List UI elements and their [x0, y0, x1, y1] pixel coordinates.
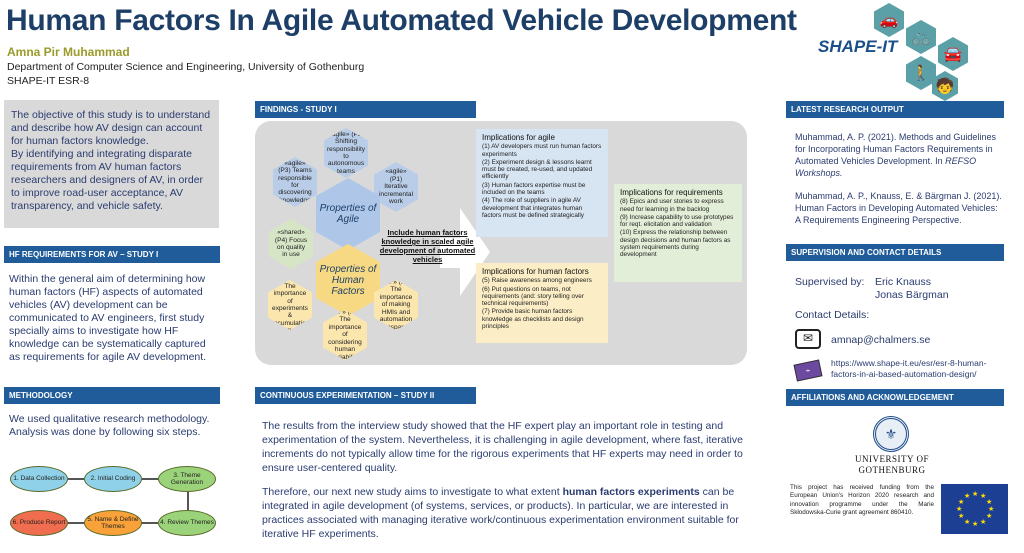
shape-it-logo-text: SHAPE-IT: [818, 37, 898, 56]
affiliation-department: Department of Computer Science and Engin…: [7, 61, 365, 73]
implication-item: (3) Human factors expertise must be incl…: [482, 181, 586, 197]
supervisor-name: Jonas Bärgman: [875, 289, 949, 301]
latest-output-heading: LATEST RESEARCH OUTPUT: [786, 101, 1004, 118]
funding-acknowledgement: This project has received funding from t…: [790, 484, 934, 517]
study2-paragraph-2: Therefore, our next new study aims to in…: [262, 485, 747, 541]
step-name-define-themes: 5. Name & Define Themes: [84, 510, 142, 536]
poster-title: Human Factors In Agile Automated Vehicle…: [6, 4, 797, 37]
implication-item: (8) Epics and user stories to express ne…: [620, 198, 724, 213]
cyclist-icon: 🚲: [906, 20, 936, 54]
car-icon: 🚘: [938, 37, 968, 71]
web-link-icon: ⌁: [793, 359, 823, 382]
implication-item: (6) Put questions on teams, not requirem…: [482, 285, 584, 308]
hex-p1: «agile» (P1) Iterative incremental work: [374, 162, 418, 212]
step-review-themes: 4. Review Themes: [158, 510, 216, 536]
study2-paragraph-1: The results from the interview study sho…: [262, 420, 743, 474]
contact-email[interactable]: amnap@chalmers.se: [831, 334, 931, 346]
pedestrian-icon: 🚶: [906, 56, 936, 90]
implications-agile-heading: Implications for agile: [482, 133, 555, 142]
email-icon: ✉: [795, 329, 821, 349]
implication-item: (2) Experiment design & lessons learnt m…: [482, 158, 593, 181]
implication-item: (9) Increase capability to use prototype…: [620, 213, 734, 229]
hex-p2: «agile» (P2) Shifting responsibility to …: [324, 128, 368, 178]
university-name-line1: UNIVERSITY OF: [855, 454, 929, 464]
step-theme-generation: 3. Theme Generation: [158, 466, 216, 492]
affiliation: Department of Computer Science and Engin…: [7, 60, 364, 88]
step-arrow: [68, 522, 84, 524]
objective-box: The objective of this study is to unders…: [4, 100, 219, 228]
methodology-text: We used qualitative research methodology…: [9, 413, 210, 438]
hf-requirements-text: Within the general aim of determining ho…: [9, 273, 207, 363]
reference-1: Muhammad, A. P. (2021). Methods and Guid…: [795, 131, 1005, 179]
affiliations-heading: AFFILIATIONS AND ACKNOWLEDGEMENT: [786, 389, 1004, 406]
step-produce-report: 6. Produce Report: [10, 510, 68, 536]
supervision-heading: SUPERVISION AND CONTACT DETAILS: [786, 244, 1004, 261]
contact-details-label: Contact Details:: [795, 309, 870, 321]
hex-p3: «agile» (P3) Teams responsible for disco…: [273, 157, 317, 207]
step-arrow: [142, 478, 158, 480]
university-seal-icon: ⚜: [873, 416, 909, 452]
study2-p2-start: Therefore, our next new study aims to in…: [262, 486, 563, 498]
supervisors: Eric Knauss Jonas Bärgman: [875, 276, 949, 302]
flow-arrow-stem: [440, 238, 480, 268]
hex-p6: «HF» (P6) The importance of considering …: [323, 310, 367, 360]
implication-item: (5) Raise awareness among engineers: [482, 277, 592, 285]
step-arrow: [187, 492, 189, 510]
implication-item: (1) AV developers must run human factors…: [482, 143, 602, 158]
implications-requirements-heading: Implications for requirements: [620, 188, 723, 197]
reference-2: Muhammad, A. P., Knauss, E. & Bärgman J.…: [795, 191, 1002, 225]
implications-agile-box: Implications for agile (1) AV developers…: [476, 129, 608, 237]
university-name-line2: GOTHENBURG: [858, 465, 926, 475]
step-arrow: [142, 522, 158, 524]
hf-requirements-heading: HF REQUIREMENTS FOR AV – STUDY I: [4, 246, 220, 263]
methodology-steps: 1. Data Collection 2. Initial Coding 3. …: [8, 462, 220, 542]
university-name: UNIVERSITY OF GOTHENBURG: [842, 454, 942, 476]
include-hf-knowledge-label: Include human factors knowledge in scale…: [379, 228, 476, 264]
study2-heading: CONTINUOUS EXPERIMENTATION – STUDY II: [255, 387, 476, 404]
affiliation-esr: SHAPE-IT ESR-8: [7, 75, 90, 87]
study2-p2-bold: human factors experiments: [562, 486, 700, 498]
eu-flag-icon: ★ ★ ★ ★ ★ ★ ★ ★ ★ ★ ★ ★: [941, 484, 1008, 534]
hex-p7: «HF» (P7) The importance of making HMIs …: [374, 280, 418, 330]
supervised-by-label: Supervised by:: [795, 276, 865, 288]
implications-requirements-box: Implications for requirements (8) Epics …: [614, 184, 742, 282]
reference-1-text: Muhammad, A. P. (2021). Methods and Guid…: [795, 132, 996, 166]
step-initial-coding: 2. Initial Coding: [84, 466, 142, 492]
study2-p2-end: can be integrated in agile development (…: [262, 486, 739, 540]
step-data-collection: 1. Data Collection: [10, 466, 68, 492]
car-icon: 🚗: [874, 3, 904, 37]
project-url[interactable]: https://www.shape-it.eu/esr/esr-8-human-…: [831, 358, 987, 379]
implications-hf-box: Implications for human factors (5) Raise…: [476, 263, 608, 343]
implication-item: (10) Express the relationship between de…: [620, 229, 731, 259]
reference-1-venue: REFSO Workshops.: [795, 156, 977, 178]
hex-p4: «shared» (P4) Focus on quality in use: [269, 219, 313, 269]
author-name: Amna Pir Muhammad: [7, 45, 130, 59]
implications-hf-heading: Implications for human factors: [482, 267, 589, 276]
methodology-heading: METHODOLOGY: [4, 387, 220, 404]
supervisor-name: Eric Knauss: [875, 276, 932, 288]
implication-item: (4) The role of suppliers in agile AV de…: [482, 197, 584, 219]
implication-item: (7) Provide basic human factors knowledg…: [482, 308, 584, 331]
hex-p5: «HF» (P5) The importance of experiments …: [268, 280, 312, 330]
findings-heading: FINDINGS - STUDY I: [255, 101, 476, 118]
step-arrow: [68, 478, 84, 480]
